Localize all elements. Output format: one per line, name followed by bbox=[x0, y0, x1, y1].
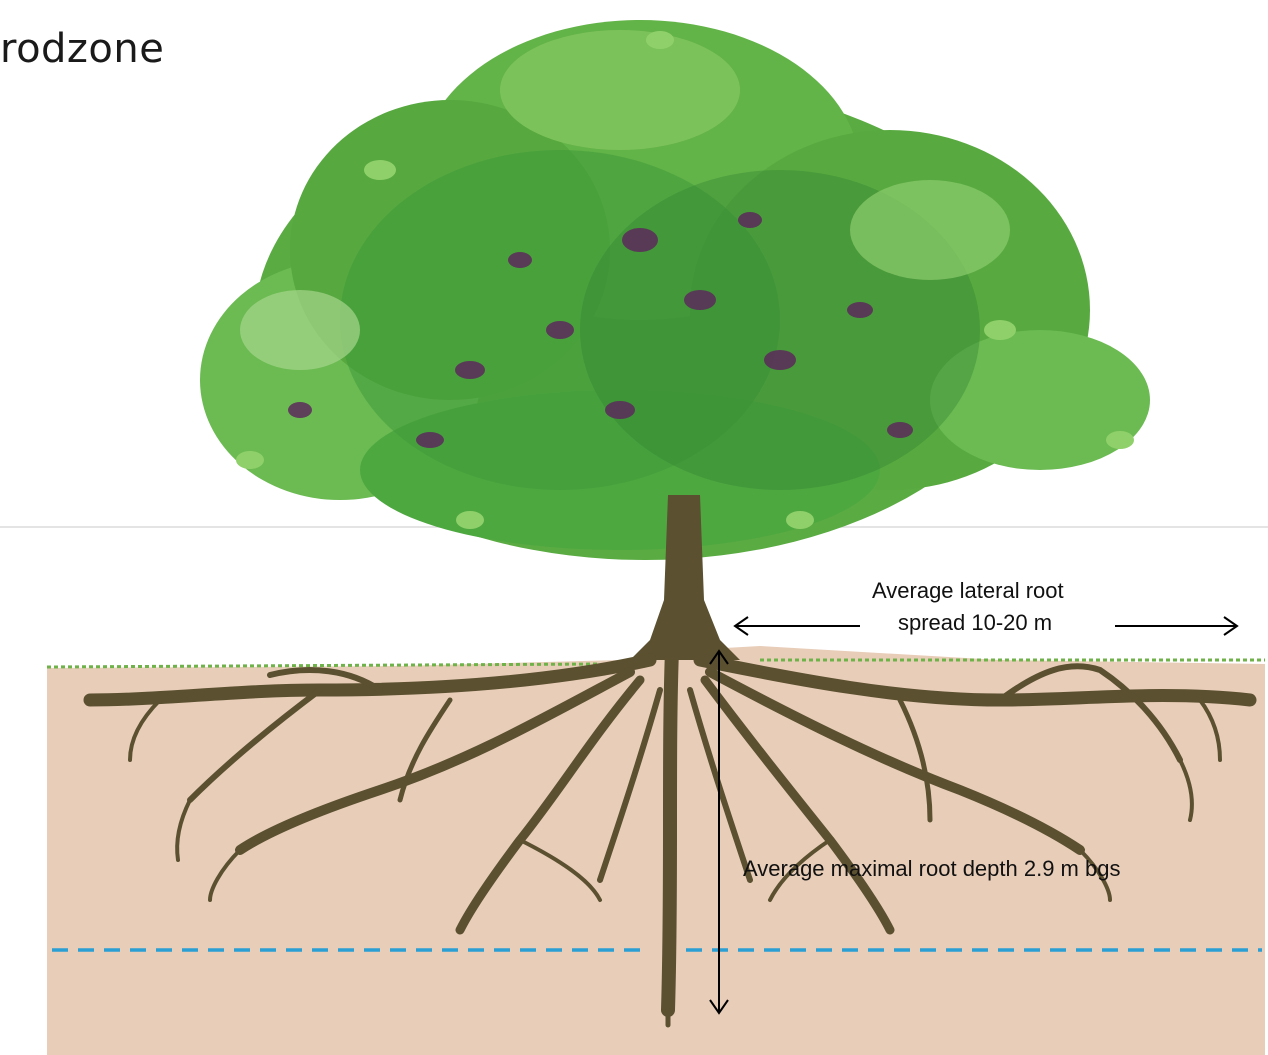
lateral-spread-label-line1: Average lateral root bbox=[872, 576, 1064, 606]
tree-canopy bbox=[200, 20, 1150, 560]
root-depth-label: Average maximal root depth 2.9 m bgs bbox=[743, 854, 1120, 884]
lateral-spread-label-line2: spread 10-20 m bbox=[898, 608, 1052, 638]
